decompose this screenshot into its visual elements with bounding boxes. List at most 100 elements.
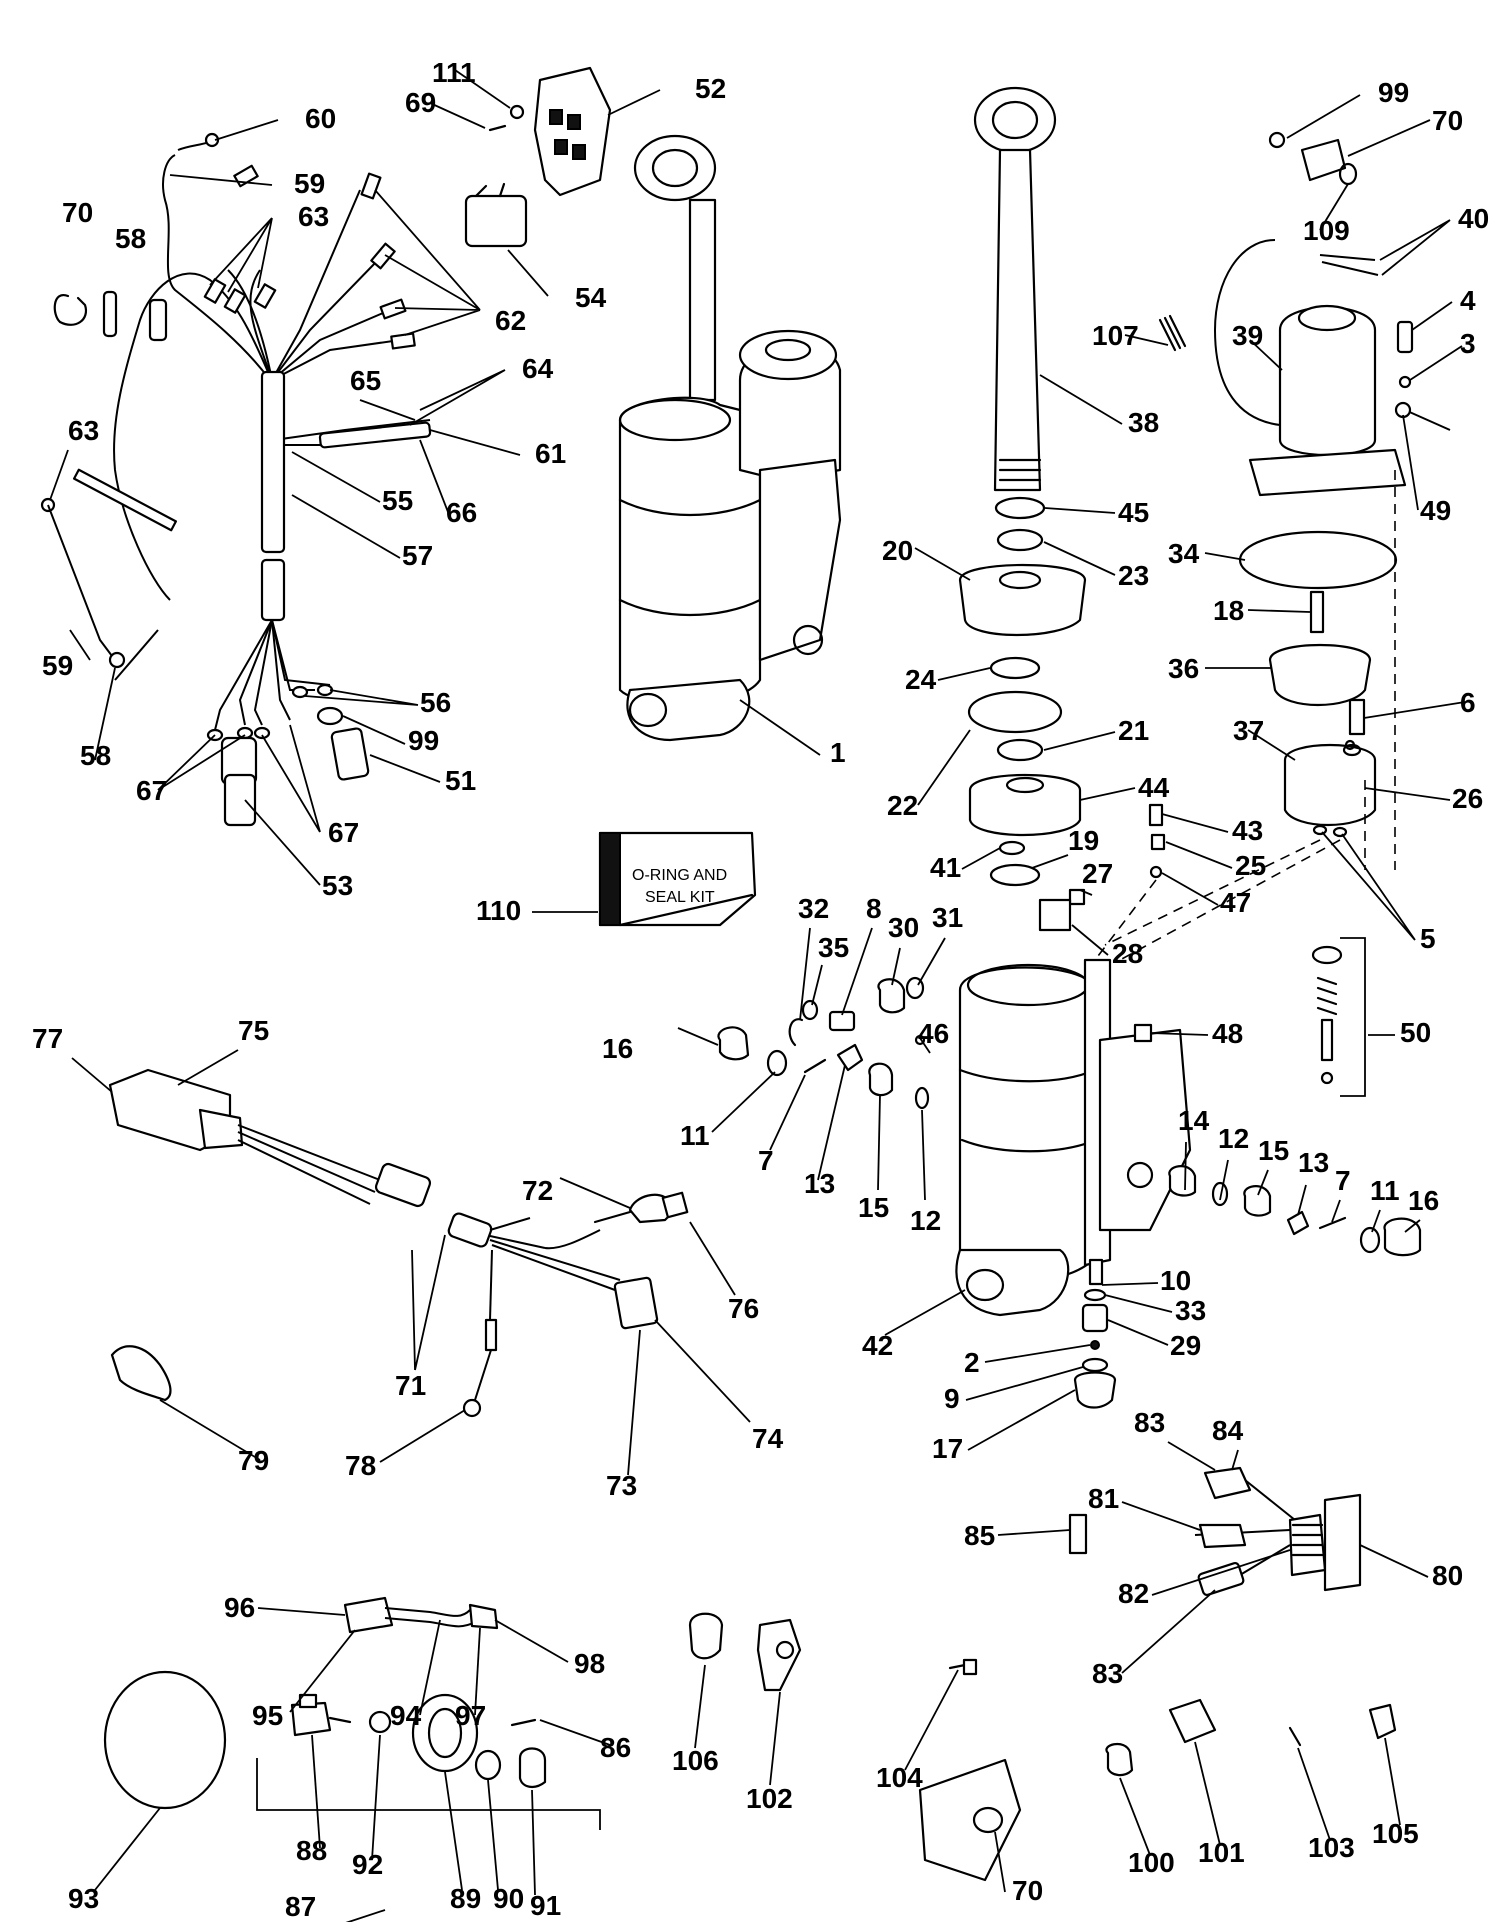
callout-c58a: 58 <box>115 223 146 254</box>
callout-c38: 38 <box>1128 407 1159 438</box>
callout-c52: 52 <box>695 73 726 104</box>
callout-c71: 71 <box>395 1370 426 1401</box>
callout-c93: 93 <box>68 1883 99 1914</box>
callout-c54: 54 <box>575 282 607 313</box>
callout-c82: 82 <box>1118 1578 1149 1609</box>
callout-c5: 5 <box>1420 923 1436 954</box>
callout-c94: 94 <box>390 1700 422 1731</box>
callout-c35: 35 <box>818 932 849 963</box>
callout-c18: 18 <box>1213 595 1244 626</box>
callout-c75: 75 <box>238 1015 269 1046</box>
trim-motor <box>1158 131 1451 497</box>
leader-lines <box>49 69 1466 1922</box>
callout-c67b: 67 <box>328 817 359 848</box>
callout-c110: 110 <box>476 895 521 926</box>
callout-c77: 77 <box>32 1023 63 1054</box>
kit-label-line2: SEAL KIT <box>645 889 715 906</box>
callout-c64: 64 <box>522 353 554 384</box>
callout-c92: 92 <box>352 1849 383 1880</box>
callout-c83b: 83 <box>1092 1658 1123 1689</box>
callout-c79: 79 <box>238 1445 269 1476</box>
callout-c99a: 99 <box>408 725 439 756</box>
callout-c102: 102 <box>746 1783 793 1814</box>
callout-c105: 105 <box>1372 1818 1419 1849</box>
callout-c50: 50 <box>1400 1017 1431 1048</box>
spring-kit <box>1311 937 1366 1097</box>
callout-c42: 42 <box>862 1330 893 1361</box>
callout-c76: 76 <box>728 1293 759 1324</box>
callout-c53: 53 <box>322 870 353 901</box>
callout-c36: 36 <box>1168 653 1199 684</box>
trim-cylinder-assembly <box>618 134 842 742</box>
callout-c70a: 70 <box>62 197 93 228</box>
callout-c12a: 12 <box>1218 1123 1249 1154</box>
callout-c85: 85 <box>964 1520 995 1551</box>
callout-c9: 9 <box>944 1383 960 1414</box>
callout-c13a: 13 <box>804 1168 835 1199</box>
callout-c24: 24 <box>905 664 937 695</box>
callout-c51: 51 <box>445 765 476 796</box>
callout-c47: 47 <box>1220 887 1251 918</box>
callout-c86: 86 <box>600 1732 631 1763</box>
valve-parts <box>717 976 1422 1257</box>
callout-c58b: 58 <box>80 740 111 771</box>
callout-c90: 90 <box>493 1883 524 1914</box>
callout-c7b: 7 <box>1335 1165 1351 1196</box>
callout-c16a: 16 <box>602 1033 633 1064</box>
callout-c26: 26 <box>1452 783 1483 814</box>
seal-kit-box: O-RING AND SEAL KIT <box>598 831 757 927</box>
callout-c98: 98 <box>574 1648 605 1679</box>
callout-c12b: 12 <box>910 1205 941 1236</box>
callout-c65: 65 <box>350 365 381 396</box>
callout-c3: 3 <box>1460 328 1476 359</box>
callout-c15b: 15 <box>858 1192 889 1223</box>
callout-c17: 17 <box>932 1433 963 1464</box>
callout-c11a: 11 <box>680 1120 710 1151</box>
callout-c80: 80 <box>1432 1560 1463 1591</box>
callout-c7a: 7 <box>758 1145 774 1176</box>
callout-c95: 95 <box>252 1700 283 1731</box>
callout-c56: 56 <box>420 687 451 718</box>
callout-c57: 57 <box>402 540 433 571</box>
callout-c78: 78 <box>345 1450 376 1481</box>
callout-c31: 31 <box>932 902 963 933</box>
callout-c19: 19 <box>1068 825 1099 856</box>
callout-c63b: 63 <box>68 415 99 446</box>
callout-c48: 48 <box>1212 1018 1243 1049</box>
callout-c81: 81 <box>1088 1483 1119 1514</box>
callout-c70c: 70 <box>1012 1875 1043 1906</box>
callout-c23: 23 <box>1118 560 1149 591</box>
callout-c104: 104 <box>876 1762 923 1793</box>
callout-c59a: 59 <box>294 168 325 199</box>
callout-c8: 8 <box>866 893 882 924</box>
callout-c46: 46 <box>918 1018 949 1049</box>
valve-body <box>1094 470 1398 961</box>
callout-c28: 28 <box>1112 938 1143 969</box>
callout-c27: 27 <box>1082 858 1113 889</box>
callout-c72: 72 <box>522 1175 553 1206</box>
trim-switch <box>1068 1466 1362 1597</box>
callout-c83a: 83 <box>1134 1407 1165 1438</box>
callout-c16b: 16 <box>1408 1185 1439 1216</box>
callout-c20: 20 <box>882 535 913 566</box>
piston-rod-stack <box>958 86 1087 932</box>
callout-c10: 10 <box>1160 1265 1191 1296</box>
callout-c30: 30 <box>888 912 919 943</box>
callout-c6: 6 <box>1460 687 1476 718</box>
callout-c2: 2 <box>964 1347 980 1378</box>
relay-bracket <box>464 66 612 248</box>
callout-c73: 73 <box>606 1470 637 1501</box>
callout-c61: 61 <box>535 438 566 469</box>
callout-c67a: 67 <box>136 775 167 806</box>
callout-c14: 14 <box>1178 1105 1210 1136</box>
callout-c66: 66 <box>446 497 477 528</box>
callout-c15a: 15 <box>1258 1135 1289 1166</box>
callout-c107: 107 <box>1092 320 1139 351</box>
callout-c111: 111 <box>432 57 476 88</box>
callout-c45: 45 <box>1118 497 1149 528</box>
callout-c49: 49 <box>1420 495 1451 526</box>
callout-c91: 91 <box>530 1890 561 1921</box>
callout-c100: 100 <box>1128 1847 1175 1878</box>
callout-c96: 96 <box>224 1592 255 1623</box>
